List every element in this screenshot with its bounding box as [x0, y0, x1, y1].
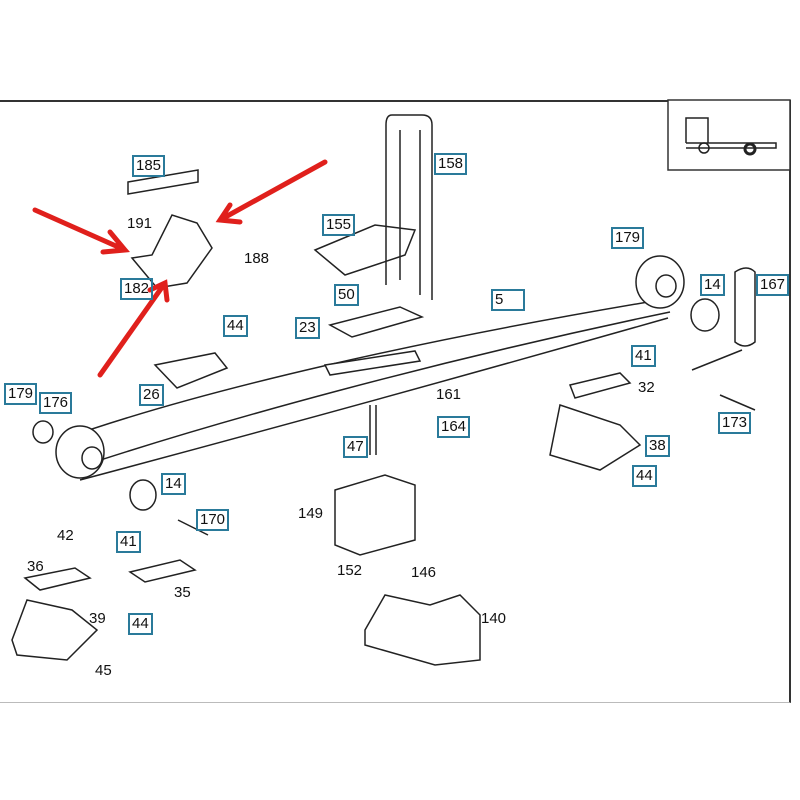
part-label-173[interactable]: 173 [718, 412, 752, 434]
part-label-36[interactable]: 36 [27, 558, 44, 575]
part-label-35[interactable]: 35 [174, 584, 191, 601]
part-label-44[interactable]: 44 [223, 315, 248, 337]
part-label-38[interactable]: 38 [645, 435, 670, 457]
part-label-161[interactable]: 161 [436, 386, 462, 403]
highlight-arrows [32, 159, 328, 378]
part-label-50[interactable]: 50 [334, 284, 359, 306]
block-149 [334, 474, 416, 556]
bracket-38 [549, 404, 642, 471]
pad-35 [128, 559, 197, 583]
shackle-167 [734, 267, 756, 347]
pad-32 [568, 372, 632, 399]
part-label-170[interactable]: 170 [196, 509, 230, 531]
part-label-188[interactable]: 188 [244, 250, 270, 267]
part-label-45[interactable]: 45 [95, 662, 112, 679]
pad-36 [23, 567, 92, 591]
part-label-14-left[interactable]: 14 [161, 473, 186, 495]
pad-26 [153, 352, 229, 389]
part-label-47[interactable]: 47 [343, 436, 368, 458]
part-label-41-left[interactable]: 41 [116, 531, 141, 553]
bracket-39 [11, 599, 99, 661]
part-label-179-left[interactable]: 179 [4, 383, 38, 405]
part-label-167[interactable]: 167 [756, 274, 790, 296]
part-label-185[interactable]: 185 [132, 155, 166, 177]
bushing-14 [690, 298, 720, 332]
bushing-176 [32, 420, 54, 444]
part-label-44-bottom[interactable]: 44 [128, 613, 153, 635]
diagram-frame [0, 100, 791, 703]
part-label-146[interactable]: 146 [411, 564, 437, 581]
part-label-182[interactable]: 182 [120, 278, 154, 300]
part-label-149[interactable]: 149 [298, 505, 324, 522]
part-label-140[interactable]: 140 [481, 610, 507, 627]
truck-rear-axle-icon [667, 99, 791, 171]
part-label-158[interactable]: 158 [434, 153, 468, 175]
bolt-170 [177, 519, 209, 536]
part-label-155[interactable]: 155 [322, 214, 356, 236]
part-label-191[interactable]: 191 [127, 215, 153, 232]
part-label-26[interactable]: 26 [139, 384, 164, 406]
part-label-14[interactable]: 14 [700, 274, 725, 296]
part-label-23[interactable]: 23 [295, 317, 320, 339]
bolt-173 [691, 349, 756, 411]
part-label-179[interactable]: 179 [611, 227, 645, 249]
bolt-47 [369, 405, 377, 455]
part-label-164[interactable]: 164 [437, 416, 471, 438]
top-plate-185 [127, 169, 199, 195]
leaf-spring [55, 255, 685, 481]
bracket-140 [364, 594, 481, 666]
bushing-14 [129, 479, 157, 511]
part-label-39[interactable]: 39 [89, 610, 106, 627]
spring-pad [313, 224, 417, 276]
part-label-152[interactable]: 152 [337, 562, 363, 579]
spring-plate [327, 306, 425, 338]
u-bolt [385, 114, 433, 300]
part-label-176[interactable]: 176 [39, 392, 73, 414]
part-label-42[interactable]: 42 [57, 527, 74, 544]
part-label-32[interactable]: 32 [638, 379, 655, 396]
part-label-5[interactable]: 5 [491, 289, 525, 311]
part-label-44-right[interactable]: 44 [632, 465, 657, 487]
part-label-41[interactable]: 41 [631, 345, 656, 367]
